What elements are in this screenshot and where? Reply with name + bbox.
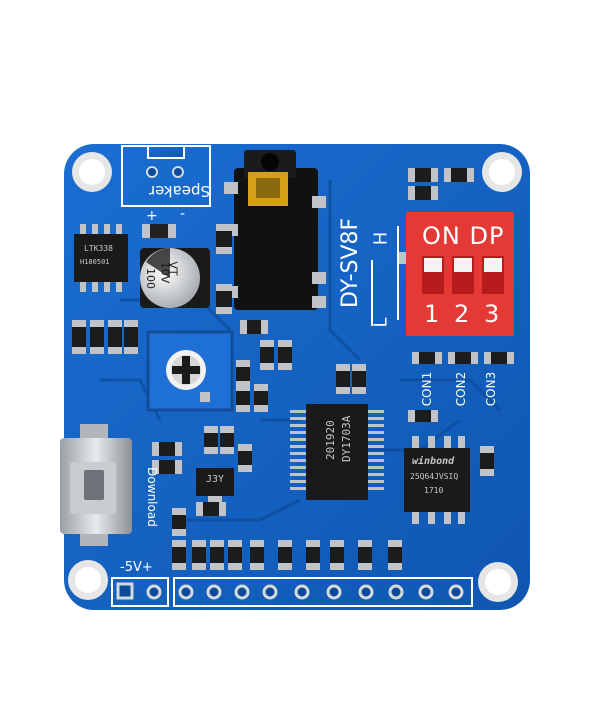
- main-chip-line1: DY1703A: [340, 415, 353, 462]
- l-label: L: [370, 317, 392, 328]
- dip-switch-header: ON DP: [422, 222, 505, 250]
- flash-chip-line1: 25Q64JVSIQ: [410, 472, 459, 481]
- h-label: H: [370, 231, 392, 246]
- capacitor-line2: 10V: [158, 261, 172, 284]
- dip-switch-number-2: 2: [454, 300, 470, 328]
- resistor-row: [172, 540, 402, 570]
- flash-chip-line2: 1710: [424, 486, 444, 495]
- con2-label: CON2: [454, 371, 469, 407]
- download-label: Download: [144, 467, 159, 527]
- audio-jack: [224, 150, 326, 310]
- speaker-minus-label: -: [180, 206, 186, 222]
- regulator-chip: [196, 468, 234, 496]
- amp-chip-line2: H180501: [80, 258, 110, 266]
- dip-switch: [398, 212, 514, 336]
- electrolytic-capacitor: [140, 248, 210, 308]
- amplifier-chip: [74, 224, 128, 292]
- amp-chip-line1: LTK338: [84, 244, 113, 253]
- regulator-label: J3Y: [206, 474, 225, 485]
- flash-chip-brand: winbond: [412, 456, 455, 467]
- dip-switch-number-1: 1: [424, 300, 440, 328]
- power-label: -5V+: [120, 560, 153, 575]
- main-chip: [290, 404, 384, 500]
- flash-chip: [404, 436, 470, 524]
- main-chip-line2: 201920: [324, 420, 337, 460]
- con3-label: CON3: [484, 371, 499, 407]
- potentiometer: [146, 330, 234, 412]
- dip-switch-number-3: 3: [484, 300, 500, 328]
- micro-usb-port: [60, 424, 132, 546]
- pin-header: [111, 577, 473, 607]
- smd-components: [72, 168, 514, 536]
- mounting-holes: [68, 152, 522, 602]
- con1-label: CON1: [420, 371, 435, 407]
- speaker-plus-label: +: [146, 208, 158, 224]
- capacitor-line3: 100: [144, 268, 157, 289]
- model-label: DY-SV8F: [338, 217, 363, 308]
- speaker-label: Speaker: [148, 182, 210, 200]
